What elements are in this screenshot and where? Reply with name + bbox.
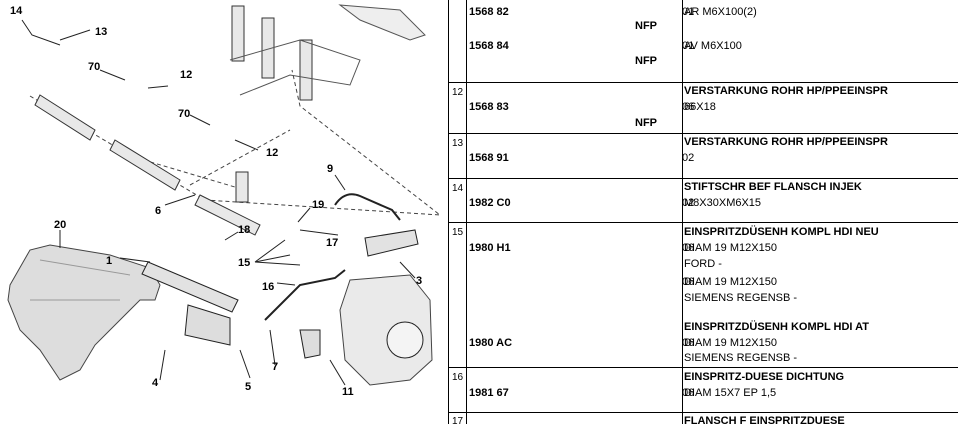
column-divider: [466, 367, 467, 412]
part-number[interactable]: 1980 H1: [469, 242, 511, 254]
description-title: VERSTARKUNG ROHR HP/PPEEINSPR: [684, 136, 888, 148]
column-divider: [466, 412, 467, 424]
part-number[interactable]: 1568 91: [469, 152, 509, 164]
position-number: 17: [452, 416, 464, 424]
nfp-flag: NFP: [635, 20, 657, 32]
parts-table: 1568 82 NFP 01 AR M6X100(2) 1568 84 NFP …: [448, 0, 958, 424]
description-line: SIEMENS REGENSB -: [684, 292, 798, 304]
quantity: 06: [682, 387, 695, 399]
callout-3: 3: [416, 275, 422, 287]
description-title: VERSTARKUNG ROHR HP/PPEEINSPR: [684, 85, 888, 97]
description-title: EINSPRITZ-DUESE DICHTUNG: [684, 371, 845, 383]
callout-9: 9: [327, 163, 333, 175]
quantity: 02: [682, 152, 695, 164]
description-line: AV M6X100: [684, 40, 742, 52]
column-divider: [682, 412, 683, 424]
column-divider: [466, 133, 467, 178]
callout-14: 14: [10, 5, 23, 17]
quantity: 06: [682, 337, 695, 349]
part-number[interactable]: 1981 67: [469, 387, 509, 399]
injection-system-drawing: 14 13 70 12 70 12 9 6 19 18 17 15 16 20 …: [7, 4, 442, 398]
nfp-flag: NFP: [635, 117, 657, 129]
position-number: 13: [452, 138, 464, 149]
quantity: 01: [682, 40, 695, 52]
callout-1: 1: [106, 255, 112, 267]
callout-4: 4: [152, 377, 159, 389]
callout-15: 15: [238, 257, 250, 269]
column-divider: [682, 222, 683, 367]
description-line: M8X30XM6X15: [684, 197, 762, 209]
description-line: DIAM 19 M12X150: [684, 276, 777, 288]
callout-17: 17: [326, 237, 338, 249]
callout-19: 19: [312, 199, 324, 211]
part-number[interactable]: 1980 AC: [469, 337, 513, 349]
column-divider: [466, 178, 467, 222]
callout-70b: 70: [178, 108, 190, 120]
callout-7: 7: [272, 361, 278, 373]
description-line: DIAM 19 M12X150: [684, 242, 777, 254]
callout-11: 11: [342, 386, 354, 398]
description-line: DIAM 15X7 EP 1,5: [684, 387, 777, 399]
quantity: 06: [682, 242, 695, 254]
column-divider: [682, 0, 683, 82]
callout-5: 5: [245, 381, 251, 393]
position-number: 16: [452, 372, 464, 383]
quantity: 06: [682, 276, 695, 288]
table-row: 15 EINSPRITZDÜSENH KOMPL HDI NEU 1980 H1…: [449, 222, 958, 368]
description-line: AR M6X100(2): [684, 6, 757, 18]
part-number[interactable]: 1568 82: [469, 6, 509, 18]
part-number[interactable]: 1568 83: [469, 101, 509, 113]
quantity: 01: [682, 6, 695, 18]
callout-13: 13: [95, 26, 107, 38]
table-row: 13 VERSTARKUNG ROHR HP/PPEEINSPR 1568 91…: [449, 133, 958, 179]
position-number: 12: [452, 87, 464, 98]
description-title: STIFTSCHR BEF FLANSCH INJEK: [684, 181, 862, 193]
nfp-flag: NFP: [635, 55, 657, 67]
quantity: 02: [682, 197, 695, 209]
callout-12b: 12: [266, 147, 278, 159]
column-divider: [466, 222, 467, 367]
description-title: FLANSCH F EINSPRITZDUESE: [684, 415, 845, 424]
callout-70a: 70: [88, 61, 100, 73]
column-divider: [466, 0, 467, 82]
column-divider: [682, 133, 683, 178]
callout-6: 6: [155, 205, 161, 217]
position-number: 14: [452, 183, 464, 194]
part-number[interactable]: 1568 84: [469, 40, 509, 52]
callout-18: 18: [238, 224, 250, 236]
table-row: 12 VERSTARKUNG ROHR HP/PPEEINSPR 1568 83…: [449, 82, 958, 134]
callout-16: 16: [262, 281, 274, 293]
quantity: 06: [682, 101, 695, 113]
description-line: DIAM 19 M12X150: [684, 337, 777, 349]
part-number[interactable]: 1982 C0: [469, 197, 511, 209]
exploded-diagram: 14 13 70 12 70 12 9 6 19 18 17 15 16 20 …: [0, 0, 448, 424]
table-row: 16 EINSPRITZ-DUESE DICHTUNG 1981 67 06 D…: [449, 367, 958, 413]
position-number: 15: [452, 227, 464, 238]
column-divider: [682, 178, 683, 222]
column-divider: [466, 82, 467, 133]
callout-12a: 12: [180, 69, 192, 81]
description-line: FORD -: [684, 258, 722, 270]
description-title: EINSPRITZDÜSENH KOMPL HDI NEU: [684, 226, 879, 238]
description-line: SIEMENS REGENSB -: [684, 352, 798, 364]
table-row: 14 STIFTSCHR BEF FLANSCH INJEK 1982 C0 0…: [449, 178, 958, 223]
table-row: 17 FLANSCH F EINSPRITZDUESE: [449, 412, 958, 424]
column-divider: [682, 82, 683, 133]
description-title: EINSPRITZDÜSENH KOMPL HDI AT: [684, 321, 869, 333]
callout-20: 20: [54, 219, 66, 231]
table-row: 1568 82 NFP 01 AR M6X100(2) 1568 84 NFP …: [449, 0, 958, 83]
column-divider: [682, 367, 683, 412]
description-line: 66X18: [684, 101, 716, 113]
